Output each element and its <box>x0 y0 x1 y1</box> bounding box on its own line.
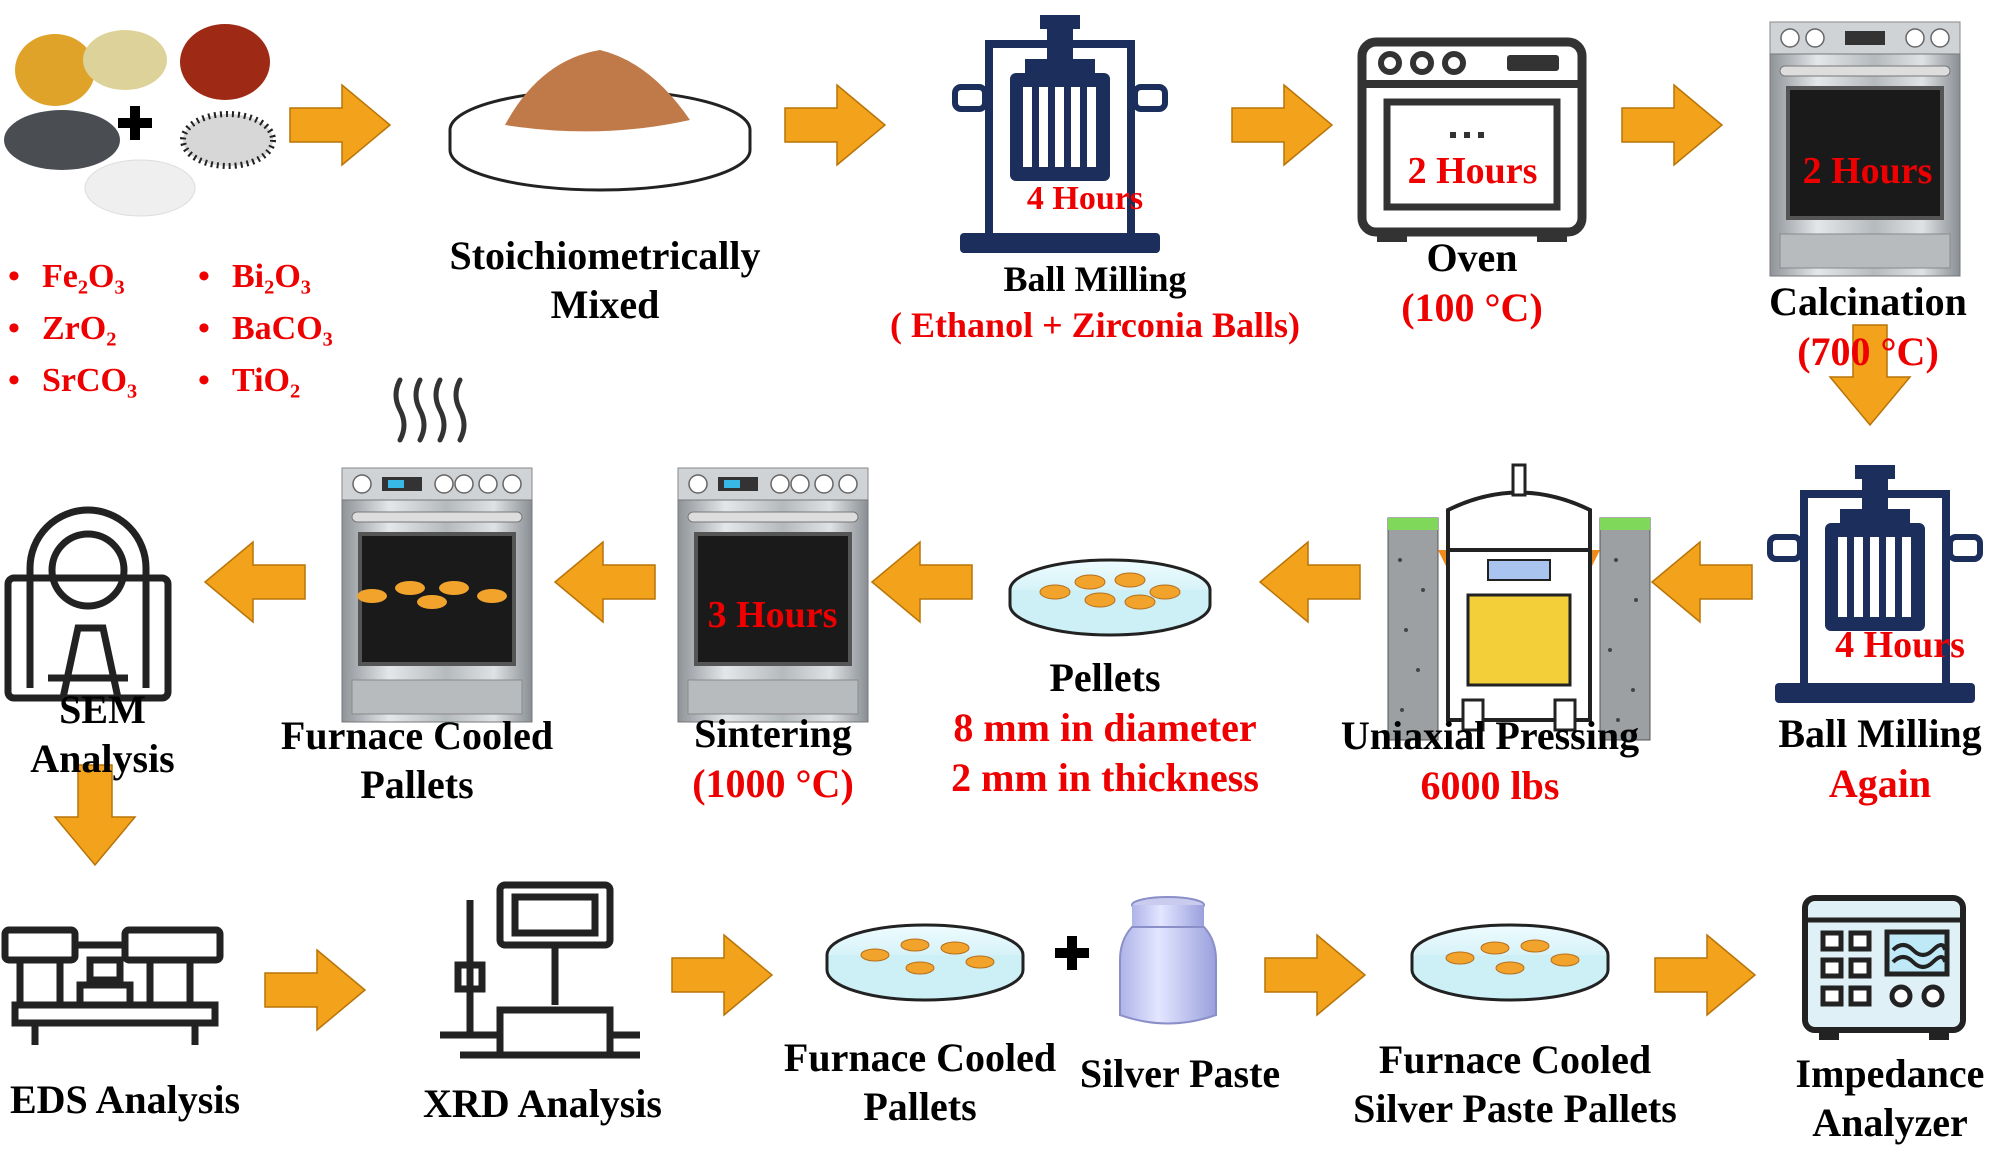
material-item: •Fe₂O₃ <box>8 258 125 295</box>
ball-mill-detail: ( Ethanol + Zirconia Balls) <box>890 305 1300 345</box>
sintering-title: Sintering <box>694 711 852 756</box>
pressing-detail: 6000 lbs <box>1420 763 1560 808</box>
ball-mill-again-time: 4 Hours <box>1835 624 1965 666</box>
material-item: •TiO₂ <box>198 362 301 399</box>
arrow-right <box>1231 84 1333 166</box>
sintering-time: 3 Hours <box>707 594 838 636</box>
mixed-powder-dish-image <box>448 50 752 192</box>
xrd-instrument-icon <box>440 881 640 1059</box>
impedance-analyzer-icon <box>1802 895 1966 1040</box>
eds-analysis-label: EDS Analysis <box>9 1077 241 1122</box>
arrow-right <box>1264 934 1366 1016</box>
ball-mill-time: 4 Hours <box>1026 180 1144 217</box>
silver-paste-label: Silver Paste <box>1079 1051 1281 1096</box>
arrow-right <box>1621 84 1723 166</box>
oven-title: Oven <box>1426 235 1518 280</box>
arrow-right <box>671 934 773 1016</box>
heat-waves-icon <box>393 377 467 443</box>
uniaxial-press-image <box>1387 463 1651 741</box>
arrow-left <box>554 541 656 623</box>
arrow-left <box>1259 541 1361 623</box>
pressing-title: Uniaxial Pressing <box>1340 713 1640 758</box>
ball-mill-title: Ball Milling <box>1003 259 1187 299</box>
arrow-left <box>871 541 973 623</box>
ball-mill-again-detail: Again <box>1828 761 1932 806</box>
pellets-thickness: 2 mm in thickness <box>951 755 1259 800</box>
material-item: •BaCO₃ <box>198 310 333 347</box>
cooling-furnace-image <box>341 467 533 723</box>
ball-mill-icon <box>1767 465 1983 703</box>
material-item: •Bi₂O₃ <box>198 258 311 295</box>
eds-instrument-icon <box>1 926 224 1045</box>
pellets-diameter: 8 mm in diameter <box>953 705 1257 750</box>
pellets-title: Pellets <box>1049 655 1161 700</box>
material-item: •ZrO₂ <box>8 310 117 347</box>
calcination-title: Calcination <box>1769 279 1967 324</box>
sintering-detail: (1000 °C) <box>692 761 854 806</box>
silver-paste-pellets-dish-image <box>1410 923 1610 1002</box>
arrow-right <box>1654 934 1756 1016</box>
plus-icon <box>118 106 152 140</box>
calcination-time: 2 Hours <box>1802 150 1933 192</box>
arrow-right <box>264 949 366 1031</box>
sem-microscope-icon <box>4 506 172 702</box>
arrow-right <box>289 84 391 166</box>
oven-icon <box>1357 37 1587 242</box>
arrow-left <box>204 541 306 623</box>
oven-detail: (100 °C) <box>1401 285 1543 330</box>
xrd-analysis-label: XRD Analysis <box>423 1081 662 1126</box>
calcination-detail: (700 °C) <box>1797 329 1939 374</box>
material-item: •SrCO₃ <box>8 362 138 399</box>
arrow-right <box>784 84 886 166</box>
sintering-furnace-image <box>677 467 869 723</box>
raw-powders-image <box>4 24 276 217</box>
ball-mill-again-title: Ball Milling <box>1778 711 1982 756</box>
cooled-pellets-dish-image <box>825 923 1025 1002</box>
plus-icon <box>1055 936 1089 970</box>
calcination-furnace-image <box>1769 21 1961 277</box>
silver-paste-jar-image <box>1119 896 1217 1025</box>
pellets-dish-image <box>1008 558 1212 637</box>
ball-mill-icon <box>952 15 1168 253</box>
arrow-left <box>1651 541 1753 623</box>
oven-time: 2 Hours <box>1407 150 1538 192</box>
